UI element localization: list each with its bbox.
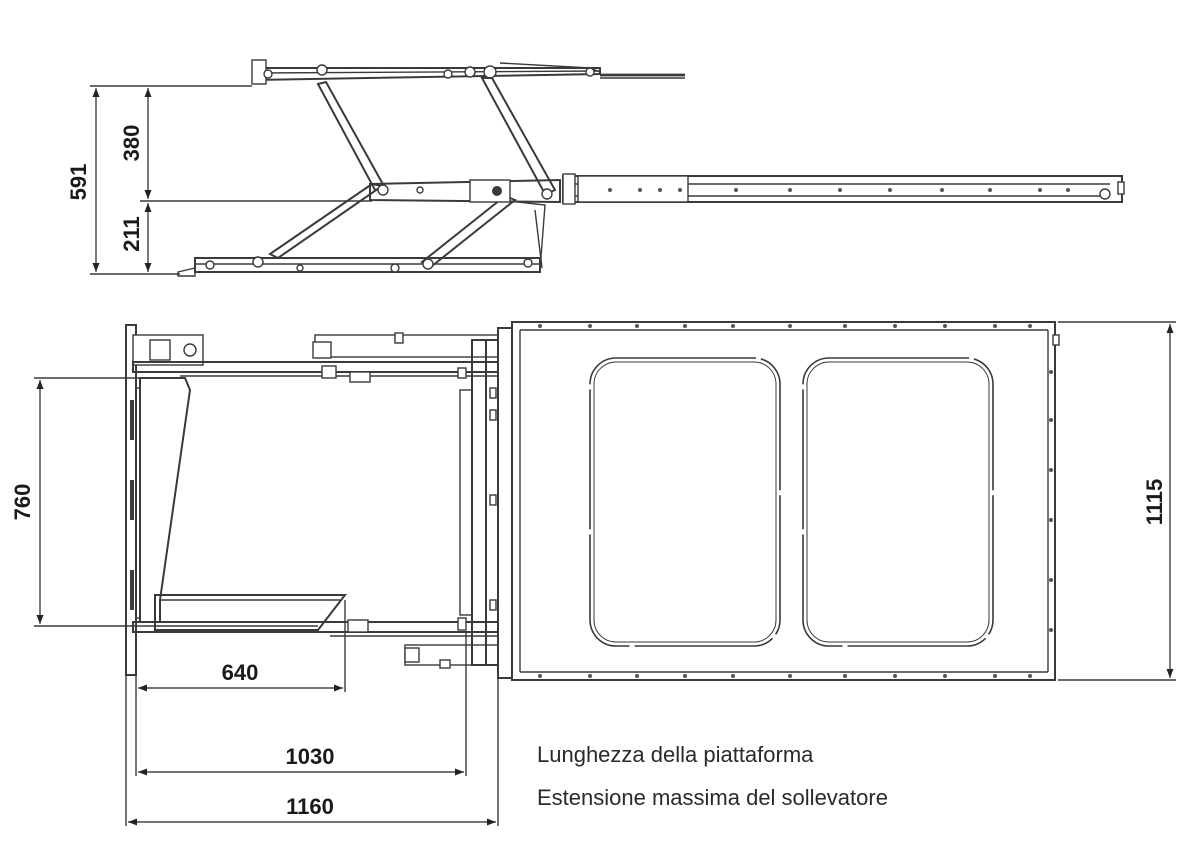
dim-1115-label: 1115 <box>1142 479 1167 526</box>
side-extended-platform <box>562 173 1125 205</box>
dim-760-label: 760 <box>10 484 35 521</box>
plan-right-rails <box>459 327 513 679</box>
side-lower-frame <box>177 256 541 277</box>
dim-640-label: 640 <box>222 660 259 685</box>
plan-left-mount <box>125 324 204 676</box>
platform-cutout-left <box>589 357 781 647</box>
side-view: 591 380 211 <box>66 59 1125 277</box>
legend-max-extension: Estensione massima del sollevatore <box>537 785 888 810</box>
side-upper-frame <box>251 59 685 85</box>
side-middle-beam <box>369 178 561 204</box>
legend-platform-length: Lunghezza della piattaforma <box>537 742 814 767</box>
dim-591-label: 591 <box>66 164 91 201</box>
plan-dimensions <box>34 321 1176 826</box>
dim-211-label: 211 <box>119 216 144 252</box>
plan-view: 760 1115 640 1030 1160 <box>10 321 1176 826</box>
platform-holes <box>538 324 1053 678</box>
dim-1030-label: 1030 <box>286 744 335 769</box>
plan-base-plate <box>139 377 348 631</box>
side-scissor-arms <box>268 77 557 271</box>
dim-380-label: 380 <box>119 125 144 162</box>
plan-platform <box>511 321 1060 681</box>
dim-1160-label: 1160 <box>286 794 334 819</box>
side-dimensions <box>90 85 372 275</box>
plan-upper-rail <box>132 332 499 383</box>
platform-cutout-right <box>802 357 994 647</box>
